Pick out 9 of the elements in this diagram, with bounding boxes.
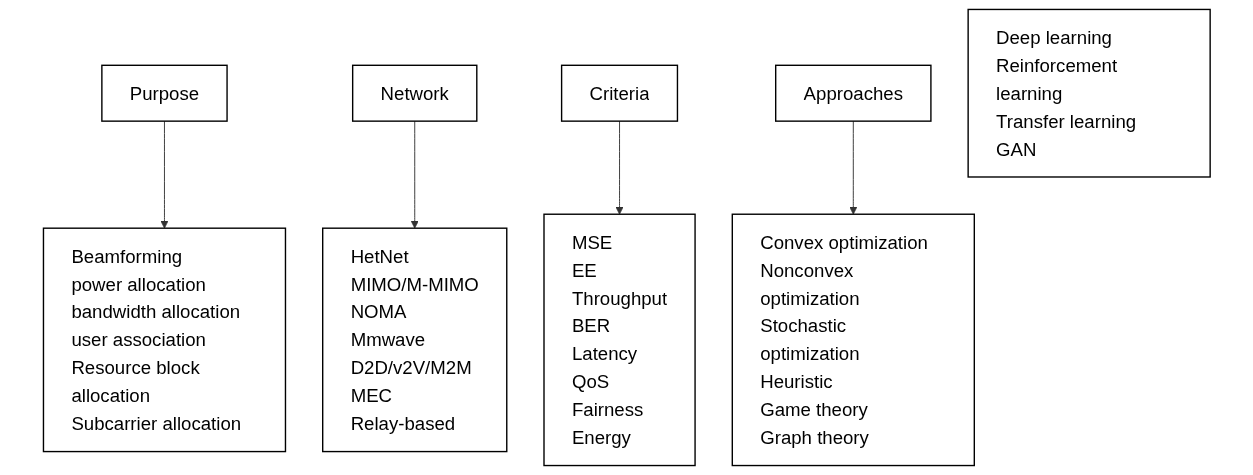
node-box: Purpose (100, 64, 228, 122)
node-box: Convex optimization Nonconvex optimization Stochastic optimization Heuristic Game theory Graph theory (731, 213, 975, 467)
node-box: Approaches (774, 64, 932, 122)
node-box: HetNet MIMO/M-MIMO NOMA Mmwave D2D/v2V/M2M MEC Relay-based (321, 227, 508, 453)
node-box: Criteria (560, 64, 678, 122)
node-box: Deep learning Reinforcement learning Transfer learning GAN (967, 8, 1211, 178)
node-box: Network (351, 64, 478, 122)
node-box: Beamforming power allocation bandwidth allocation user association Resource block allocation Subcarrier allocation (42, 227, 286, 453)
node-box: MSE EE Throughput BER Latency QoS Fairness Energy (543, 213, 696, 467)
